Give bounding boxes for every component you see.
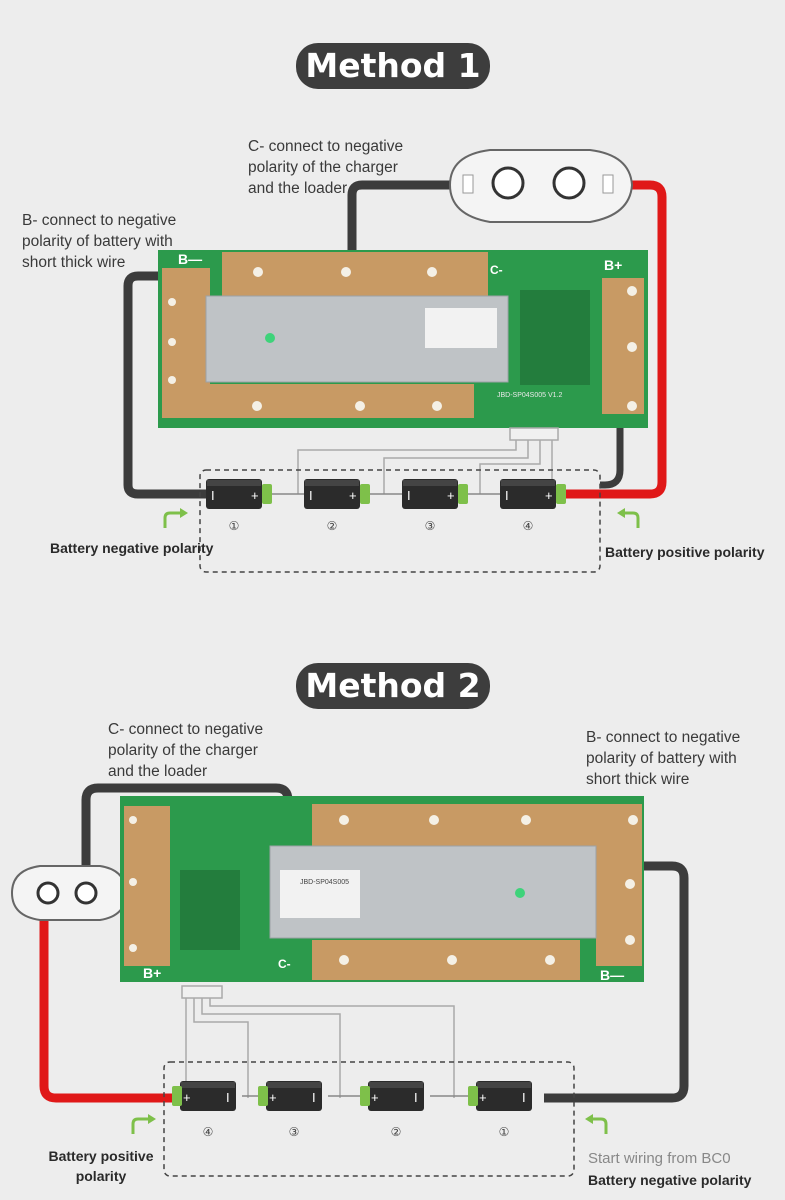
- svg-text:I: I: [226, 1090, 230, 1105]
- method2-arrow-positive-icon: [131, 1117, 148, 1134]
- method2-arrow-negative-icon: [593, 1117, 608, 1134]
- method2-label-positive: Battery positive polarity: [48, 1148, 154, 1184]
- method2-cell-number: ④: [203, 1125, 214, 1139]
- method2-b-plus-label: B+: [143, 965, 161, 981]
- method1-cell-number: ①: [229, 519, 240, 533]
- method2-battery-group: [163, 1061, 575, 1177]
- method1-c-minus-label: C-: [490, 263, 503, 277]
- method2-cell-2: I + ③: [258, 1081, 322, 1139]
- method2-b-minus-label: B—: [600, 967, 624, 983]
- svg-text:I: I: [312, 1090, 316, 1105]
- method2-board-text: JBD-SP04S005: [300, 879, 349, 886]
- method1-note-b-minus: B- connect to negative polarity of batte…: [22, 212, 177, 271]
- method2-cell-3: I + ②: [360, 1081, 424, 1139]
- method1-b-plus-label: B+: [604, 257, 622, 273]
- svg-text:I: I: [407, 488, 411, 503]
- method1-cell-3: I + ③: [402, 479, 468, 533]
- method2-cells: I + ④ I + ③ I + ② I + ①: [172, 1081, 532, 1139]
- svg-text:+: +: [371, 1090, 379, 1105]
- method1-title: Method 1: [296, 43, 490, 89]
- method2-cell-number: ②: [391, 1125, 402, 1139]
- method2-note-b-minus: B- connect to negative polarity of batte…: [586, 729, 741, 788]
- method2-connector: [10, 865, 128, 921]
- svg-text:I: I: [505, 488, 509, 503]
- svg-text:+: +: [545, 488, 553, 503]
- method2-cell-number: ①: [499, 1125, 510, 1139]
- method1-board-text: JBD-SP04S005 V1.2: [497, 392, 562, 399]
- method1-arrow-negative-icon: [163, 511, 180, 528]
- method1-bms-board: B+ B— C- JBD-SP04S005 V1.2: [158, 250, 648, 428]
- method2-b-minus-wire: [544, 861, 689, 1103]
- svg-text:+: +: [251, 488, 259, 503]
- svg-text:I: I: [522, 1090, 526, 1105]
- svg-text:+: +: [183, 1090, 191, 1105]
- method2-label-negative: Battery negative polarity: [588, 1172, 752, 1188]
- method2-bms-board: B+ B— C- JBD-SP04S005: [120, 796, 644, 983]
- method1-balance-wires: [297, 427, 559, 494]
- method2-note-c-minus: C- connect to negative polarity of the c…: [108, 721, 264, 780]
- method1-battery-group: [199, 469, 601, 573]
- method2-title: Method 2: [296, 663, 490, 709]
- method2-cell-4: I + ①: [468, 1081, 532, 1139]
- method1-cell-1: I + ①: [206, 479, 272, 533]
- method2-c-wire: [81, 783, 293, 958]
- method1-cell-number: ④: [523, 519, 534, 533]
- method1-b-minus-wire: [123, 271, 206, 499]
- method1-cell-number: ②: [327, 519, 338, 533]
- method1-c-wire: [347, 180, 468, 252]
- svg-text:I: I: [414, 1090, 418, 1105]
- svg-text:+: +: [479, 1090, 487, 1105]
- method1-connector: [448, 149, 634, 223]
- svg-text:+: +: [447, 488, 455, 503]
- method1-cell-number: ③: [425, 519, 436, 533]
- method2-wiring-diagram: B+ B— C- JBD-SP04S005 I + ④ I + ③ I + ② I + ①: [10, 783, 689, 1177]
- method2-c-minus-label: C-: [278, 957, 291, 971]
- method1-cells: I + ① I + ② I + ③ I + ④: [206, 479, 566, 533]
- method1-cell-4: I + ④: [500, 479, 566, 533]
- method1-b-minus-label: B—: [178, 251, 202, 267]
- method1-cell-2: I + ②: [304, 479, 370, 533]
- method2-cell-number: ③: [289, 1125, 300, 1139]
- method1-wiring-diagram: B+ B— C- JBD-SP04S005 V1.2 I + ① I + ② I + ③ I + ④: [123, 149, 667, 573]
- method1-red-wire: [566, 180, 667, 499]
- method1-label-positive: Battery positive polarity: [605, 544, 765, 560]
- svg-text:+: +: [269, 1090, 277, 1105]
- svg-text:I: I: [309, 488, 313, 503]
- method1-b-plus-wire: [600, 412, 624, 489]
- method2-label-start: Start wiring from BC0: [588, 1150, 731, 1167]
- method1-note-c-minus: C- connect to negative polarity of the c…: [248, 138, 404, 197]
- method1-label-negative: Battery negative polarity: [50, 540, 214, 556]
- svg-text:I: I: [211, 488, 215, 503]
- method2-cell-1: I + ④: [172, 1081, 236, 1139]
- method2-red-wire: [39, 895, 176, 1103]
- method1-arrow-positive-icon: [625, 511, 640, 528]
- svg-text:+: +: [349, 488, 357, 503]
